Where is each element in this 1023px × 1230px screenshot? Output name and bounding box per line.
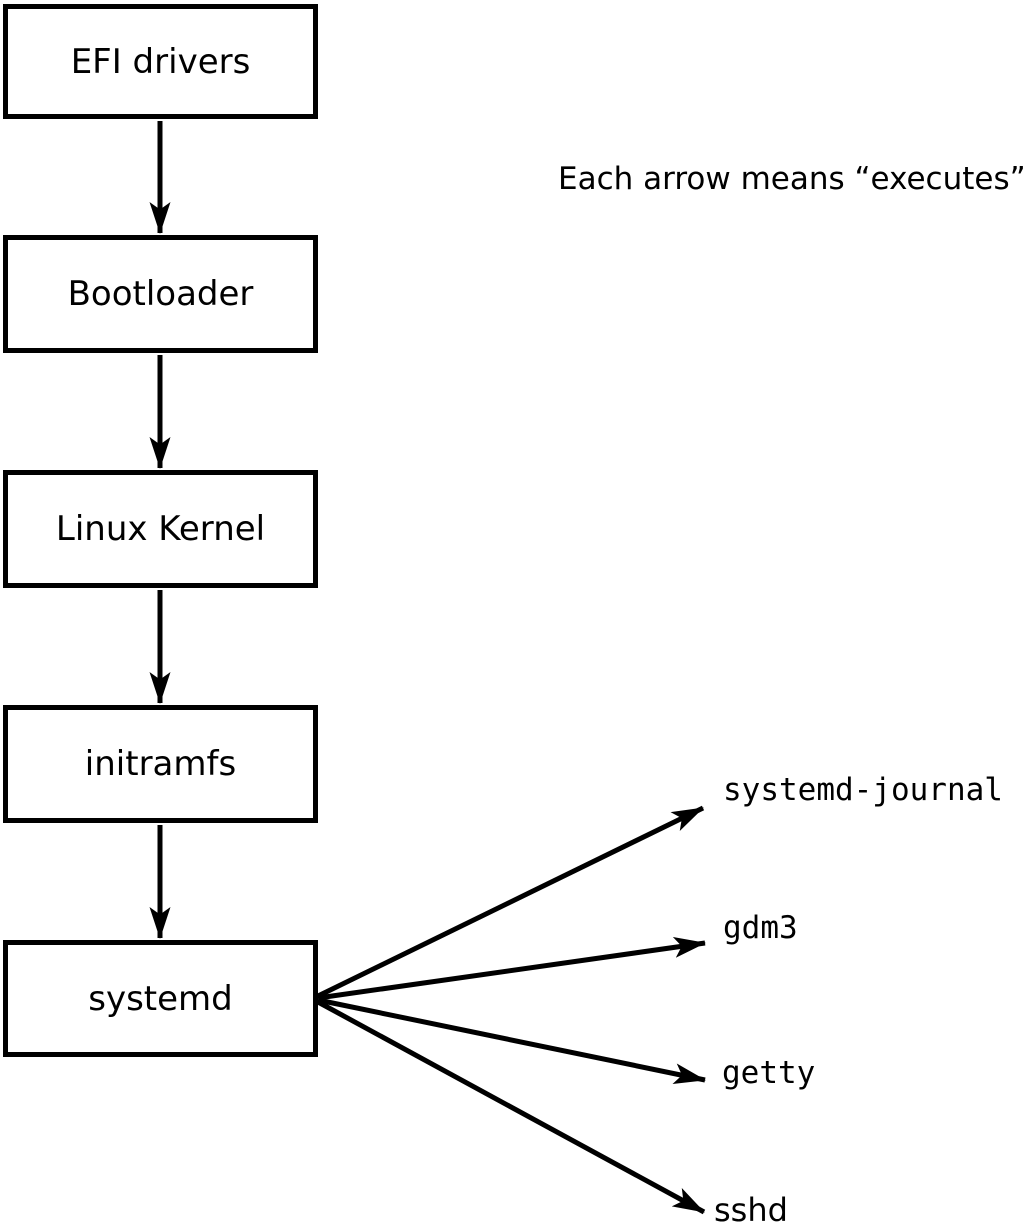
node-systemd-journal-label: systemd-journal xyxy=(723,772,1003,808)
node-bootloader: Bootloader xyxy=(3,235,318,353)
node-gdm3-label: gdm3 xyxy=(723,910,798,946)
node-systemd: systemd xyxy=(3,940,318,1057)
arrow-systemd-to-getty xyxy=(317,997,706,1085)
node-bootloader-label: Bootloader xyxy=(67,274,254,314)
node-sshd-label: sshd xyxy=(714,1191,788,1229)
node-efi-drivers: EFI drivers xyxy=(3,4,318,119)
arrow-systemd-to-journal xyxy=(316,805,705,999)
node-linux-kernel: Linux Kernel xyxy=(3,470,318,588)
legend-note: Each arrow means “executes”. xyxy=(558,161,1023,197)
node-initramfs-label: initramfs xyxy=(84,744,237,784)
arrow-systemd-to-gdm3 xyxy=(317,936,706,1001)
node-linux-kernel-label: Linux Kernel xyxy=(55,509,266,549)
node-initramfs: initramfs xyxy=(3,705,318,823)
node-getty-label: getty xyxy=(722,1055,816,1091)
node-efi-drivers-label: EFI drivers xyxy=(70,41,251,82)
node-systemd-label: systemd xyxy=(88,978,233,1019)
arrow-systemd-to-sshd xyxy=(316,999,706,1215)
